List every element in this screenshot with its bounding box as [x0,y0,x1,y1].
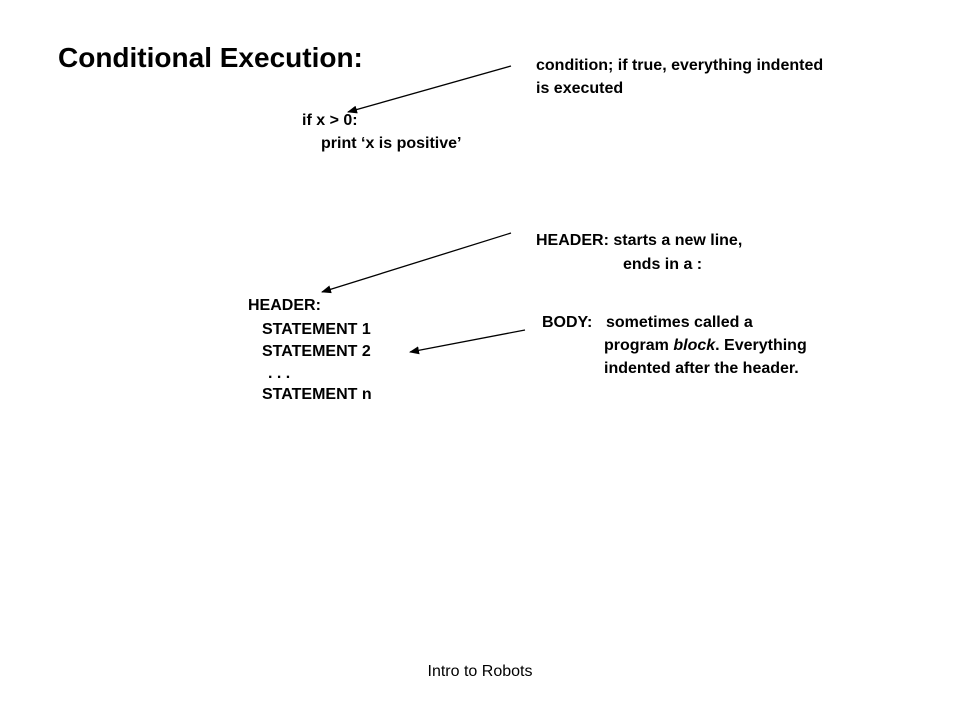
body-note-line-2-emphasis: block [673,337,716,354]
body-note-line-3: indented after the header. [604,360,799,377]
body-note-line-1: sometimes called a [606,314,753,331]
slide-title: Conditional Execution: [58,42,363,73]
header-note-line-1: HEADER: starts a new line, [536,232,743,249]
template-statement-1: STATEMENT 1 [262,321,371,338]
body-note-line-2-pre: program [604,337,674,354]
code-line-if: if x > 0: [302,112,358,129]
body-note-line-2-post: . Everything [715,337,807,354]
code-line-print: print ‘x is positive’ [321,135,462,152]
template-statement-n: STATEMENT n [262,386,372,403]
body-note-label: BODY: [542,314,593,331]
condition-note-line-2: is executed [536,80,624,97]
template-ellipsis: . . . [268,365,291,382]
slide-footer: Intro to Robots [427,663,533,680]
template-statement-2: STATEMENT 2 [262,343,371,360]
arrow-header [321,232,512,294]
arrow-condition [347,65,512,114]
header-note-line-2: ends in a : [623,256,703,273]
body-note-line-2: program block. Everything [604,334,807,358]
arrow-body [409,329,526,355]
condition-note-line-1: condition; if true, everything indented [536,57,824,74]
template-header: HEADER: [248,297,321,314]
